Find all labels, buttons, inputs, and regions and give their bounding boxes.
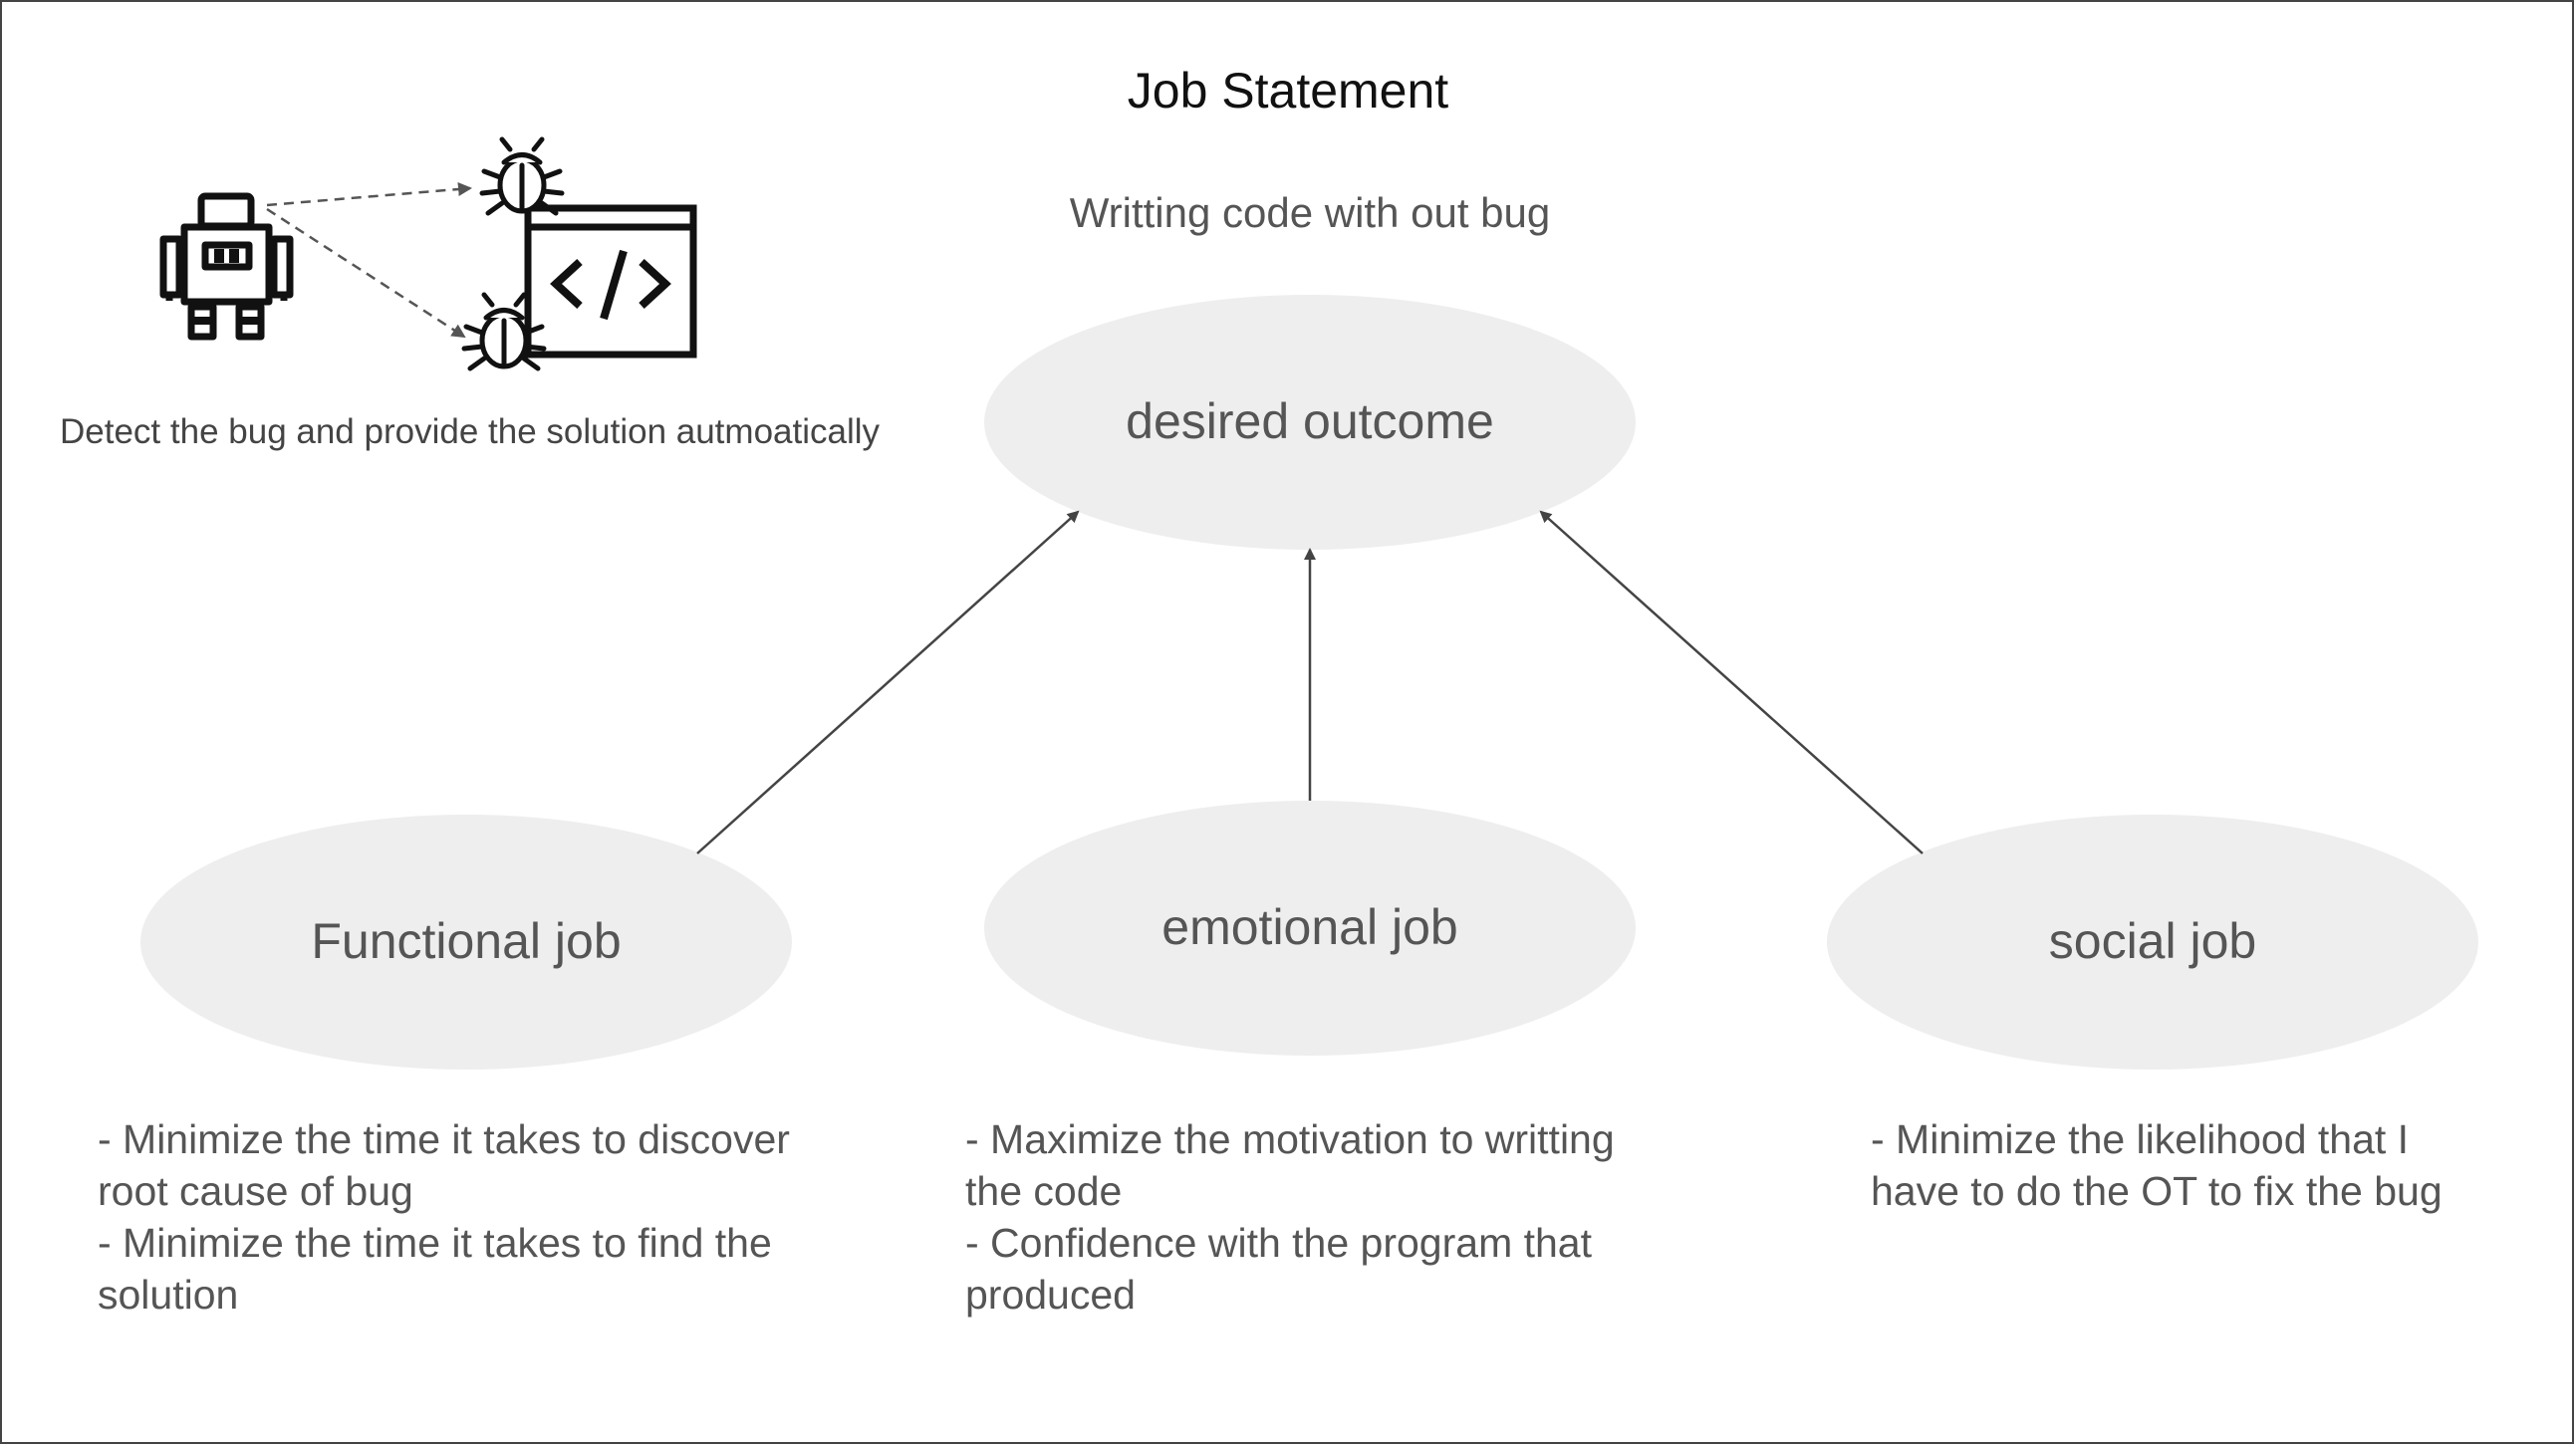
arrow-functional-to-outcome (696, 510, 1080, 854)
bug-icon (479, 136, 565, 216)
social-job-label: social job (2048, 913, 2257, 969)
description-line: have to do the OT to fix the bug (1871, 1168, 2443, 1214)
functional-job-description: - Minimize the time it takes to discover… (98, 1113, 790, 1321)
description-line: - Maximize the motivation to writting (965, 1116, 1615, 1162)
illustration-caption: Detect the bug and provide the solution … (60, 412, 881, 451)
description-line: - Minimize the likelihood that I (1871, 1116, 2410, 1162)
emotional-job-oval (984, 801, 1636, 1056)
code-window-icon (524, 204, 697, 359)
dashed-arrow-robot-to-bottom-bug (266, 207, 466, 339)
description-line: - Confidence with the program that (965, 1220, 1592, 1266)
description-line: - Minimize the time it takes to find the (98, 1220, 772, 1266)
social-job-description: - Minimize the likelihood that I have to… (1871, 1113, 2443, 1217)
robot-icon (159, 192, 294, 341)
description-line: solution (98, 1272, 239, 1318)
dashed-arrow-robot-to-top-bug (266, 182, 472, 207)
arrow-social-to-outcome (1539, 510, 1924, 854)
bug-icon (461, 292, 547, 371)
functional-job-label: Functional job (311, 913, 622, 969)
social-job-oval (1827, 815, 2478, 1070)
page-title: Job Statement (1127, 63, 1449, 119)
job-statement-text: Writting code with out bug (1069, 189, 1551, 236)
desired-outcome-label: desired outcome (1126, 393, 1494, 449)
description-line: - Minimize the time it takes to discover (98, 1116, 790, 1162)
description-line: the code (965, 1168, 1123, 1214)
desired-outcome-oval (984, 295, 1636, 550)
emotional-job-label: emotional job (1161, 899, 1458, 955)
description-line: root cause of bug (98, 1168, 413, 1214)
functional-job-oval (140, 815, 792, 1070)
description-line: produced (965, 1272, 1136, 1318)
emotional-job-description: - Maximize the motivation to writting th… (965, 1113, 1615, 1321)
